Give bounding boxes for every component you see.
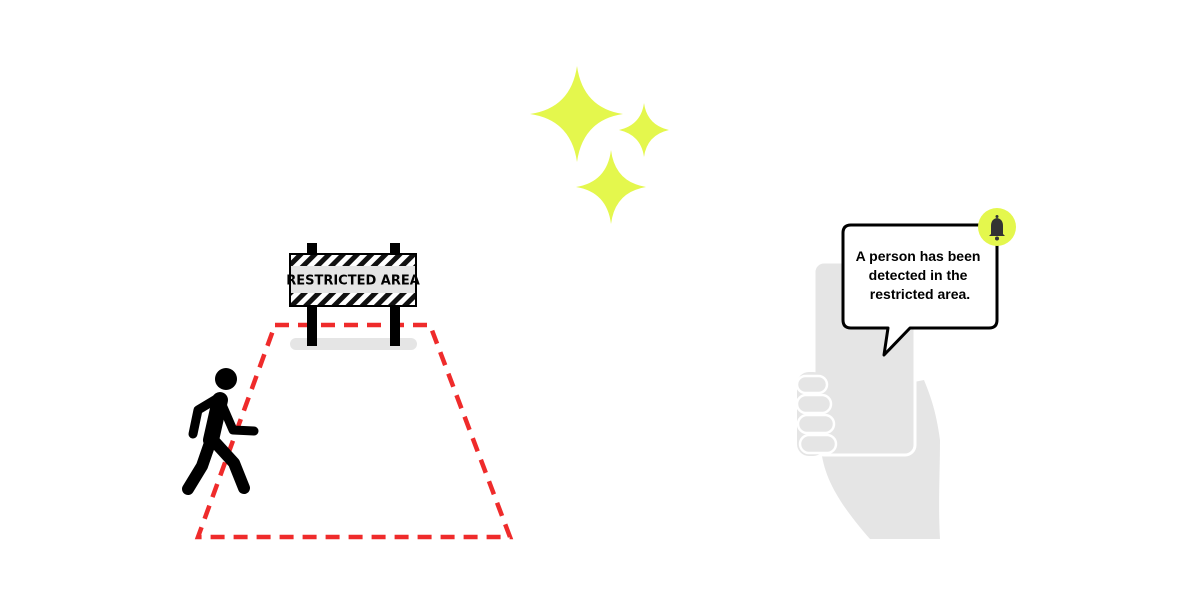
sign-shadow xyxy=(290,338,417,350)
notification-line: A person has been xyxy=(856,248,981,264)
bell-icon xyxy=(978,208,1016,246)
sign-label: RESTRICTED AREA xyxy=(286,274,420,289)
notification-line: detected in the xyxy=(869,267,968,283)
hand-icon xyxy=(822,380,940,539)
sparkle-icon xyxy=(530,66,669,224)
walking-person-icon xyxy=(182,368,259,495)
sign-top-stripes xyxy=(291,255,415,266)
sign-bottom-stripes xyxy=(291,293,415,305)
restricted-zone-boundary xyxy=(194,322,514,540)
hand-fingers xyxy=(795,374,838,455)
notification-bubble: A person has been detected in the restri… xyxy=(841,223,999,357)
sign-label-panel xyxy=(291,266,415,293)
notification-line: restricted area. xyxy=(870,286,970,302)
restricted-area-sign: RESTRICTED AREA xyxy=(286,243,420,350)
notification-message: A person has been detected in the restri… xyxy=(856,248,985,302)
